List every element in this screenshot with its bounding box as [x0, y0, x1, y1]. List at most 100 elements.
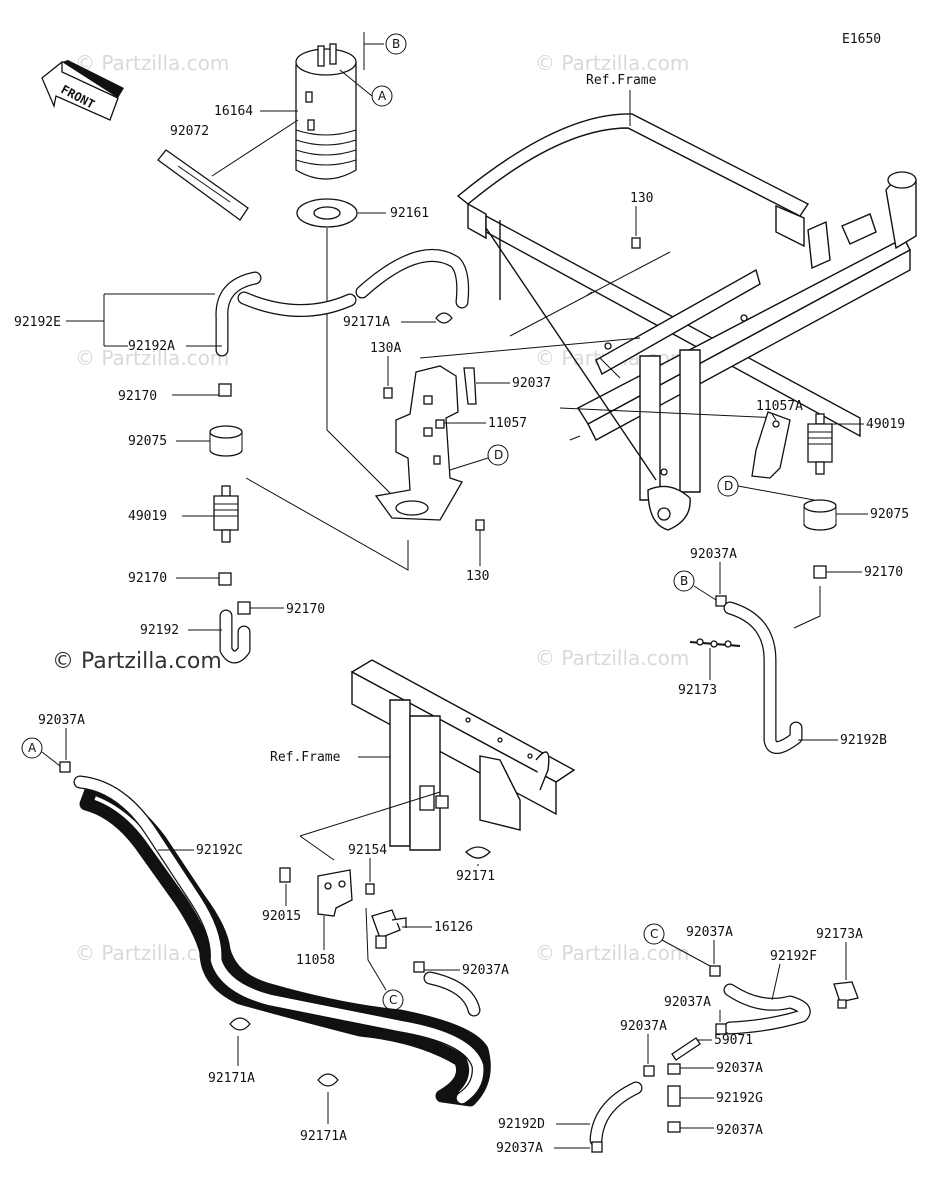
washer-92161 — [296, 198, 358, 228]
clamp-92170-c — [237, 601, 251, 615]
part-label: 92173 — [678, 683, 717, 698]
part-label: 11057 — [488, 416, 527, 431]
part-label: 130 — [466, 569, 489, 584]
filter-49019-right — [807, 413, 833, 475]
callout-a-label: A — [378, 89, 387, 103]
part-label: 92171A — [208, 1071, 255, 1086]
part-label: 92037A — [620, 1019, 667, 1034]
clamp-92170-right — [813, 565, 827, 579]
clip-92037 — [463, 367, 477, 405]
ref-frame-label: Ref.Frame — [270, 750, 341, 765]
part-label: 92170 — [864, 565, 903, 580]
part-label: 92192 — [140, 623, 179, 638]
joint-59071 — [671, 1037, 701, 1061]
part-label: 92037 — [512, 376, 551, 391]
part-label: 92171A — [300, 1129, 347, 1144]
clamp-92171A — [229, 1017, 251, 1031]
part-label: 49019 — [128, 509, 167, 524]
hose-92192G — [667, 1085, 681, 1107]
callout-c-label: C — [389, 993, 397, 1007]
canister-16164 — [295, 43, 357, 180]
bracket-11057 — [374, 365, 463, 521]
callout-b — [385, 33, 407, 55]
callout-a-label: A — [28, 741, 37, 755]
part-label: 11057A — [756, 399, 803, 414]
callout-b-label: B — [392, 37, 400, 51]
part-label: 92161 — [390, 206, 429, 221]
callout-d — [717, 475, 739, 497]
clip-92037A-e — [643, 1065, 655, 1077]
nut-92015 — [279, 867, 291, 883]
clamp-92170-a — [218, 383, 232, 397]
part-label: 92192E — [14, 315, 61, 330]
hose-92192B — [723, 601, 803, 754]
callout-b-label: B — [680, 574, 688, 588]
valve-16126 — [371, 909, 407, 949]
grommet-92075-left — [209, 425, 243, 457]
clip-92037A-h — [591, 1141, 603, 1153]
part-label: 92037A — [462, 963, 509, 978]
part-label: 59071 — [714, 1033, 753, 1048]
ref-frame-label: Ref.Frame — [586, 73, 657, 88]
part-label: 92037A — [664, 995, 711, 1010]
filter-49019-left — [213, 485, 239, 543]
watermark: © Partzilla.com — [75, 51, 229, 75]
clamp-92171 — [465, 846, 491, 859]
part-label: 92192C — [196, 843, 243, 858]
bracket-11057A — [751, 411, 791, 479]
bolt-130-mid — [475, 519, 485, 531]
hose-92192 — [219, 609, 251, 664]
watermark: © Partzilla.com — [535, 51, 689, 75]
callout-d-label: D — [494, 448, 503, 462]
part-label: 49019 — [866, 417, 905, 432]
part-label: 92170 — [286, 602, 325, 617]
bolt-92154 — [365, 883, 375, 895]
part-label: 92192F — [770, 949, 817, 964]
part-label: 11058 — [296, 953, 335, 968]
hose-92192F — [723, 983, 811, 1035]
clamp-92171A — [435, 312, 453, 324]
hose-92192D — [589, 1081, 643, 1147]
part-label: 92192A — [128, 339, 175, 354]
callout-d — [487, 444, 509, 466]
part-label: 92171A — [343, 315, 390, 330]
part-label: 130 — [630, 191, 653, 206]
watermark: © Partzilla.com — [535, 941, 689, 965]
callout-a — [21, 737, 43, 759]
grommet-92075-right — [803, 499, 837, 531]
watermark-group: © Partzilla.com © Partzilla.com © Partzi… — [75, 51, 689, 965]
hose-92192C — [73, 775, 491, 1107]
hose-92192E — [215, 249, 470, 357]
callout-c — [643, 923, 665, 945]
part-label: 92170 — [118, 389, 157, 404]
clamp-92173A — [833, 981, 859, 1009]
watermark: © Partzilla.com — [535, 646, 689, 670]
part-label: 92075 — [870, 507, 909, 522]
part-label: 92072 — [170, 124, 209, 139]
part-label: 92075 — [128, 434, 167, 449]
part-label: 130A — [370, 341, 401, 356]
clip-92037A-f — [667, 1063, 681, 1075]
part-label: 92037A — [496, 1141, 543, 1156]
frame-bottom — [350, 659, 576, 851]
frame-top — [456, 113, 917, 531]
part-label: 16126 — [434, 920, 473, 935]
bolt-130-top — [631, 237, 641, 249]
clamp-92173 — [689, 638, 741, 648]
part-label: 92192B — [840, 733, 887, 748]
diagram-code: E1650 — [842, 32, 881, 47]
part-label: 92171 — [456, 869, 495, 884]
callout-b — [673, 570, 695, 592]
part-label: 92173A — [816, 927, 863, 942]
part-label: 92037A — [690, 547, 737, 562]
callout-c-label: C — [650, 927, 658, 941]
callout-a — [371, 85, 393, 107]
callout-d-label: D — [724, 479, 733, 493]
bracket-11058 — [317, 869, 353, 917]
clamp-92170-b — [218, 572, 232, 586]
clip-92037A-d — [715, 1023, 727, 1035]
part-label: 92015 — [262, 909, 301, 924]
clip-92037A-mid — [413, 961, 425, 973]
part-label: 92037A — [38, 713, 85, 728]
